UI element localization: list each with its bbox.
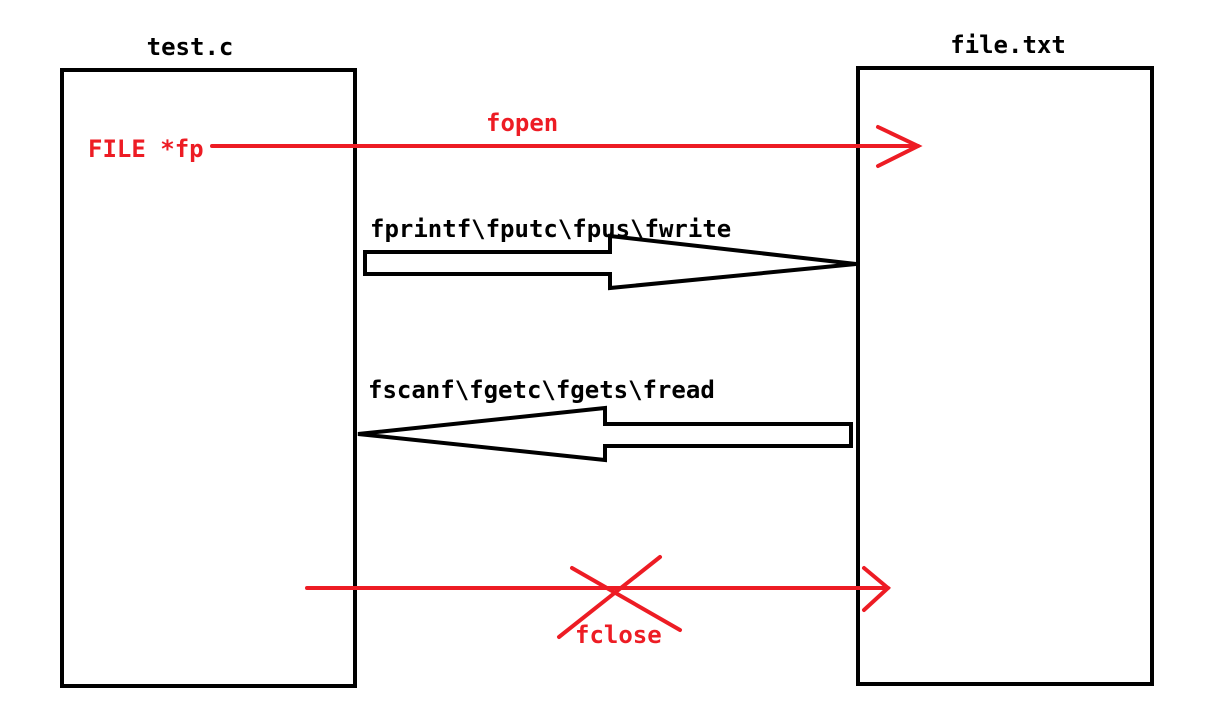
file-txt-box (856, 66, 1154, 686)
read-block-arrow (357, 405, 853, 463)
write-block-arrow (363, 233, 857, 291)
fopen-label: fopen (486, 109, 558, 137)
fopen-arrow (210, 125, 923, 168)
fclose-label: fclose (575, 621, 662, 649)
write-functions-label: fprintf\fputc\fpus\fwrite (370, 215, 731, 243)
file-txt-title: file.txt (950, 31, 1066, 59)
test-c-title: test.c (147, 33, 234, 61)
fclose-arrow (305, 566, 892, 612)
file-pointer-label: FILE *fp (88, 135, 204, 163)
fclose-cross-icon (557, 555, 682, 639)
test-c-box (60, 68, 357, 688)
read-functions-label: fscanf\fgetc\fgets\fread (368, 376, 715, 404)
